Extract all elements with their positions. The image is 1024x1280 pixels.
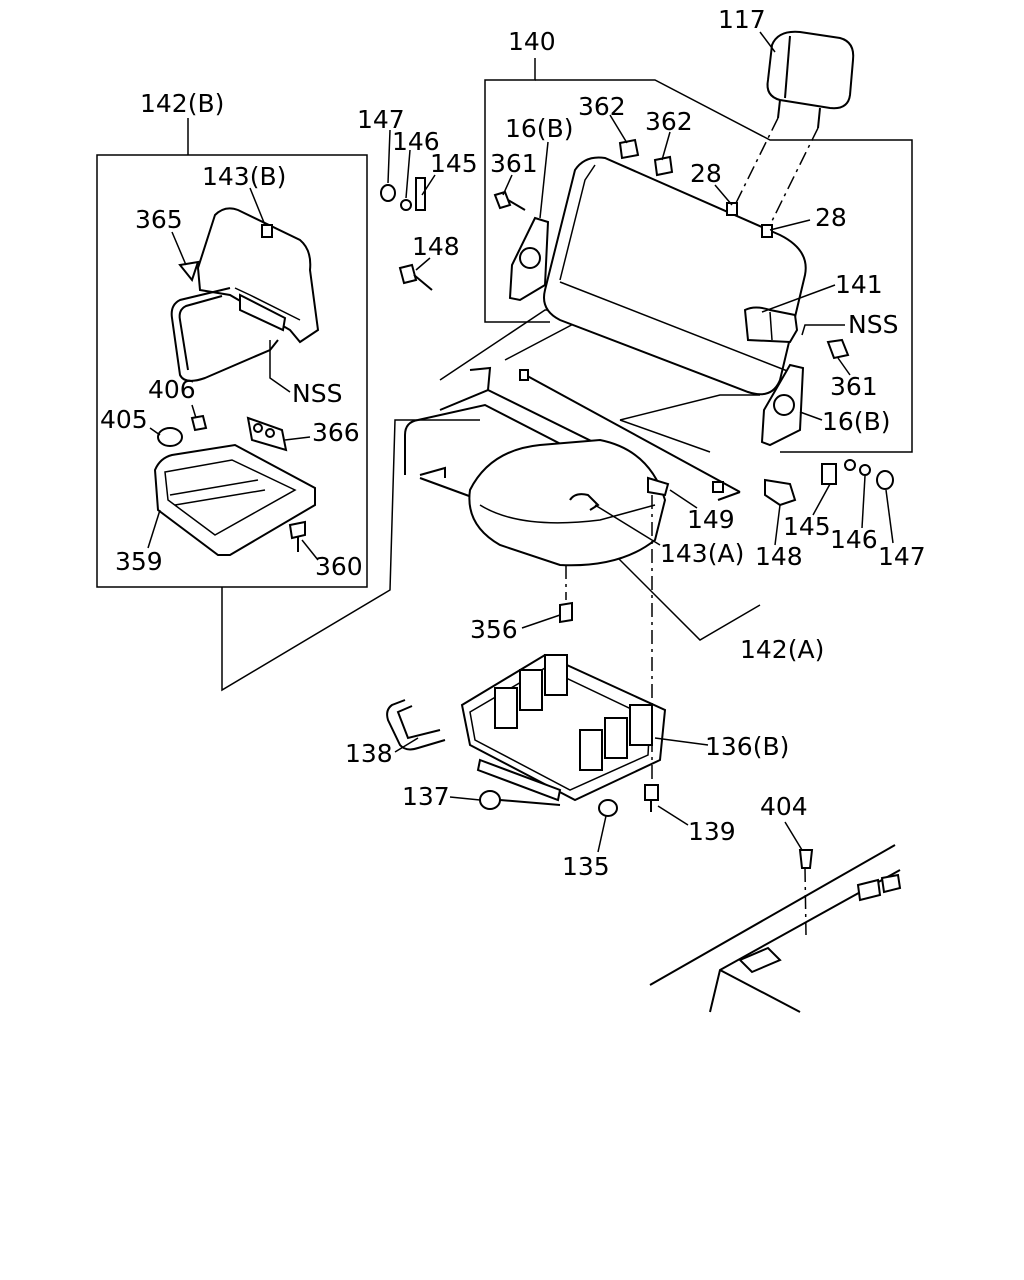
- label-138: 138: [345, 739, 393, 768]
- label-362-a: 362: [578, 92, 626, 121]
- label-16b-left: 16(B): [505, 114, 573, 143]
- label-137: 137: [402, 782, 450, 811]
- bolt-137: [479, 790, 501, 810]
- label-149: 149: [687, 505, 735, 534]
- tray-359: [153, 443, 316, 556]
- leader-lines: [147, 31, 894, 853]
- label-117: 117: [718, 5, 766, 34]
- label-141: 141: [835, 270, 883, 299]
- group-142b-box: [96, 118, 368, 588]
- label-147-right: 147: [878, 542, 926, 571]
- label-361-left: 361: [490, 149, 538, 178]
- connector-lines: [221, 309, 761, 692]
- label-361-right: 361: [830, 372, 878, 401]
- headrest-117: [734, 30, 855, 226]
- label-365: 365: [135, 205, 183, 234]
- label-366: 366: [312, 418, 360, 447]
- label-145-right: 145: [783, 512, 831, 541]
- label-146-right: 146: [830, 525, 878, 554]
- nut-147-left: [380, 184, 396, 202]
- label-148-right: 148: [755, 542, 803, 571]
- label-405: 405: [100, 405, 148, 434]
- seat-cushion: [468, 438, 670, 567]
- label-140: 140: [508, 27, 556, 56]
- screw-356: [559, 601, 573, 624]
- label-28-b: 28: [815, 203, 847, 232]
- guide-28-a: [726, 202, 738, 216]
- clip-365: [178, 260, 200, 283]
- rod-end-left: [519, 369, 529, 381]
- hinge-bracket-16b-left: [508, 216, 550, 302]
- bolt-148-right: [764, 478, 797, 507]
- label-147-left: 147: [357, 105, 405, 134]
- bolt-361-right: [826, 338, 850, 360]
- screw-406: [190, 414, 208, 432]
- label-359: 359: [115, 547, 163, 576]
- clip-362-a: [618, 138, 640, 160]
- label-404: 404: [760, 792, 808, 821]
- clip-362-b: [653, 155, 674, 177]
- floor-panel: [649, 844, 902, 1013]
- label-145-left: 145: [430, 149, 478, 178]
- screw-404: [798, 849, 814, 869]
- rod-149: [712, 481, 724, 493]
- seat-back: [543, 156, 807, 396]
- guide-28-b: [761, 224, 773, 238]
- washer-146-right: [859, 464, 871, 476]
- label-135: 135: [562, 852, 610, 881]
- pin-145-right: [821, 463, 837, 485]
- label-360: 360: [315, 552, 363, 581]
- label-nss-right: NSS: [848, 310, 898, 339]
- bolt-148-left: [398, 263, 418, 285]
- bolt-139: [644, 784, 659, 801]
- label-406: 406: [148, 375, 196, 404]
- nut-147-right: [876, 470, 894, 490]
- label-148-left: 148: [412, 232, 460, 261]
- label-146-left: 146: [392, 127, 440, 156]
- pin-145-left: [415, 177, 426, 211]
- label-143b: 143(B): [202, 162, 286, 191]
- label-362-b: 362: [645, 107, 693, 136]
- label-28-a: 28: [690, 159, 722, 188]
- frame-bracket-left: [170, 287, 287, 382]
- label-nss-left: NSS: [292, 379, 342, 408]
- bolt-361-left: [493, 190, 512, 210]
- part-labels: 117 140 142(B) 147 146 145 16(B) 362 362…: [100, 5, 926, 881]
- group-140-bracket: [484, 58, 913, 453]
- cap-405: [157, 427, 183, 447]
- washer-146-left: [400, 199, 412, 211]
- label-16b-right: 16(B): [822, 407, 890, 436]
- nut-135: [598, 799, 618, 817]
- cover-143b: [196, 207, 320, 344]
- label-142b: 142(B): [140, 89, 224, 118]
- handle-138: [386, 699, 446, 751]
- label-139: 139: [688, 817, 736, 846]
- label-356: 356: [470, 615, 518, 644]
- hinge-bracket-16b-right: [760, 363, 805, 447]
- label-142a: 142(A): [740, 635, 824, 664]
- label-136b: 136(B): [705, 732, 789, 761]
- fasteners: [157, 138, 894, 869]
- hinge-366: [246, 416, 288, 452]
- riser-base-136b: [460, 653, 667, 802]
- bolt-360: [288, 520, 306, 540]
- label-143a: 143(A): [660, 539, 744, 568]
